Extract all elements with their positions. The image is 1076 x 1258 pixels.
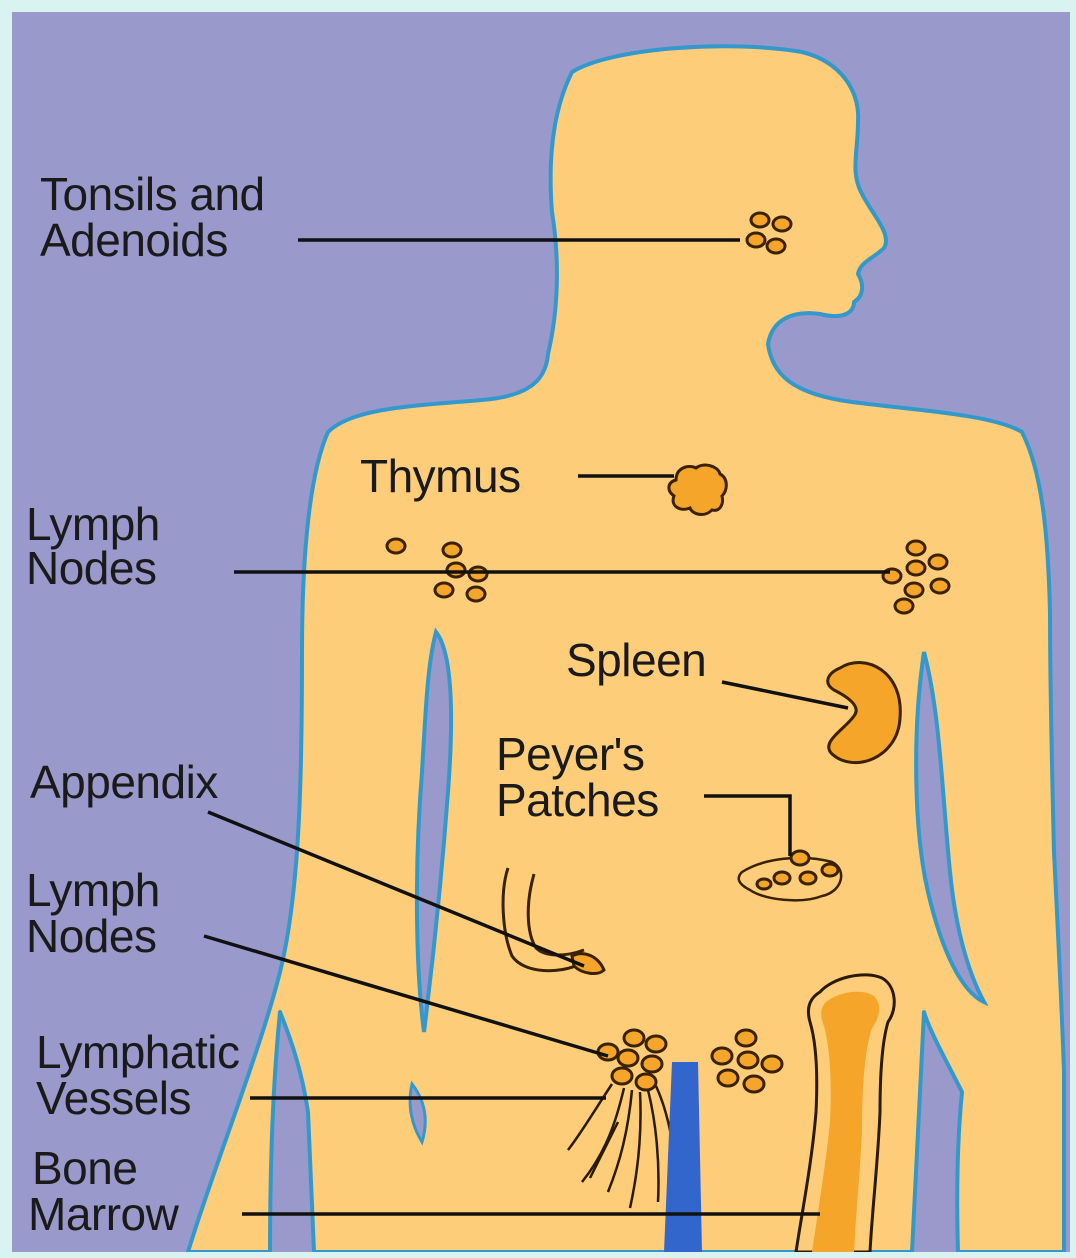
label-lymphatic-line2: Vessels [36, 1072, 191, 1124]
thymus-organ [669, 465, 726, 514]
label-bone-marrow-line2: Marrow [28, 1188, 180, 1240]
label-spleen: Spleen [566, 634, 706, 686]
label-tonsils-line1: Tonsils and [40, 168, 265, 220]
label-appendix: Appendix [30, 756, 218, 808]
lymphatic-system-diagram: Tonsils and Adenoids Thymus Lymph Nodes … [12, 12, 1070, 1252]
label-lymphatic-line1: Lymphatic [36, 1026, 239, 1078]
label-thymus: Thymus [360, 450, 521, 502]
label-tonsils-line2: Adenoids [40, 214, 228, 266]
label-lymph-nodes-upper-line2: Nodes [26, 542, 156, 594]
label-peyers-line1: Peyer's [496, 728, 644, 780]
label-lymph-nodes-lower-line1: Lymph [26, 864, 160, 916]
label-lymph-nodes-lower-line2: Nodes [26, 910, 156, 962]
label-peyers-line2: Patches [496, 774, 659, 826]
label-bone-marrow-line1: Bone [32, 1142, 137, 1194]
